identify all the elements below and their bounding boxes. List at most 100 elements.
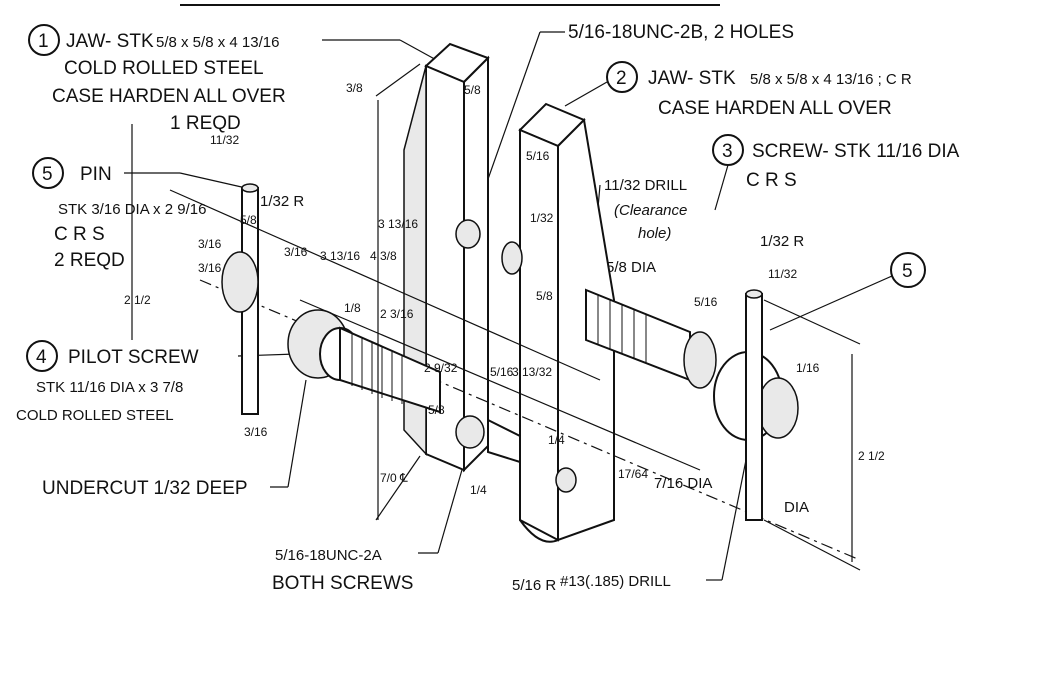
dim-line-right-ext [763, 299, 861, 345]
jaw-1-side [463, 55, 489, 473]
part-1-size: 5/8 x 5/8 x 4 13/16 [156, 34, 279, 51]
note-holes: 5/16-18UNC-2B, 2 HOLES [568, 22, 794, 43]
note-drill185: #13(.185) DRILL [560, 573, 671, 590]
part-2-size: 5/8 x 5/8 x 4 13/16 ; C R [750, 71, 912, 88]
note-r516: 5/16 R [512, 577, 556, 594]
dim-1-8: 1/8 [344, 301, 361, 315]
dim-line-jaw-ext [375, 63, 421, 97]
pin-right [745, 289, 763, 521]
note-dia: DIA [784, 499, 809, 516]
part-5-line4: 2 REQD [54, 250, 125, 271]
note-cl: 7/0 ℄ [380, 471, 408, 485]
dim-5-16c: 5/16 [694, 295, 718, 309]
jaw-2-hole-a [501, 241, 523, 275]
dim-5-16b: 5/16 [490, 365, 514, 379]
part-5-callout: 5 PIN STK 3/16 DIA x 2 9/16 C R S 2 REQD [32, 157, 247, 271]
jaw-1-hole-bottom [455, 415, 485, 449]
part-5b-leader [769, 275, 893, 331]
main-screw [585, 288, 799, 441]
dim-4-3-8: 4 3/8 [370, 249, 397, 263]
note-r132a: 1/32 R [260, 193, 304, 210]
note-screws-b: BOTH SCREWS [272, 573, 413, 594]
dim-3-16-c: 3/16 [244, 425, 268, 439]
jaw-2-hole-b [555, 467, 577, 493]
dim-2-9-32: 2 9/32 [424, 361, 458, 375]
dim-3-16-a: 3/16 [198, 237, 222, 251]
dim-2-1-2: 2 1/2 [124, 293, 151, 307]
part-5-line3: C R S [54, 224, 105, 245]
dim-1-32: 1/32 [530, 211, 554, 225]
dim-5-8-c: 5/8 [428, 403, 445, 417]
part-2-callout: 2 JAW- STK 5/8 x 5/8 x 4 13/16 ; C R CAS… [564, 61, 912, 119]
jaw-2-face [519, 128, 559, 542]
dim-11-32b: 11/32 [768, 267, 797, 281]
main-screw-collar [683, 331, 717, 389]
note-undercut-leader-b [287, 379, 307, 488]
dim-3-16-b: 3/16 [198, 261, 222, 275]
part-1-line1: JAW- STK [66, 31, 154, 52]
dim-line-right-ext-b [763, 519, 861, 571]
pilot-screw-threads [351, 334, 403, 404]
part-2-line1: JAW- STK [648, 68, 736, 89]
part-2-number: 2 [616, 68, 627, 89]
dimension-lines [131, 63, 861, 571]
part-2-bubble [606, 61, 638, 93]
part-5-line1: PIN [80, 164, 112, 185]
dim-17-64: 17/64 [618, 467, 648, 481]
dim-5-8-d: 5/8 [536, 289, 553, 303]
dim-5-8-b: 5/8 [464, 83, 481, 97]
part-1-bubble [28, 24, 60, 56]
pin-left [221, 183, 259, 415]
part-5b-callout: 5 [769, 252, 926, 331]
part-1-callout: 1 JAW- STK 5/8 x 5/8 x 4 13/16 COLD ROLL… [28, 24, 441, 134]
part-5-bubble [32, 157, 64, 189]
part-3-leader [714, 164, 729, 211]
dim-3-13-16b: 3 13/16 [378, 217, 418, 231]
part-1-line2: COLD ROLLED STEEL [64, 58, 264, 79]
part-4-bubble [26, 340, 58, 372]
note-dia716: 7/16 DIA [654, 475, 712, 492]
part-5b-number: 5 [902, 261, 913, 282]
dim-3-13-32: 3 13/32 [512, 365, 552, 379]
dim-3-8: 3/8 [346, 81, 363, 95]
part-2-leader [564, 81, 608, 107]
part-1-line4: 1 REQD [170, 113, 241, 134]
note-drill: 11/32 DRILL [604, 177, 687, 194]
note-screws-a: 5/16-18UNC-2A [275, 547, 382, 564]
dim-3-13-16: 3 13/16 [320, 249, 360, 263]
note-undercut: UNDERCUT 1/32 DEEP [42, 478, 248, 499]
part-3-line1: SCREW- STK 11/16 DIA [752, 141, 960, 162]
dim-line-diag-a [169, 189, 601, 381]
jaw-1-taper [403, 65, 427, 456]
dim-1-4b: 1/4 [548, 433, 565, 447]
dim-11-32: 11/32 [210, 133, 239, 147]
note-r132b: 1/32 R [760, 233, 804, 250]
main-screw-head-face [757, 377, 799, 439]
dim-2-1-2b: 2 1/2 [858, 449, 885, 463]
jaw-1 [403, 42, 490, 473]
dim-5-16: 5/16 [526, 149, 550, 163]
jaw-1-hole-top [455, 219, 481, 249]
part-4-line1: PILOT SCREW [68, 347, 199, 368]
note-clearance: (Clearance [614, 202, 687, 219]
pilot-screw-body [339, 326, 441, 414]
pin-left-boss [221, 251, 259, 313]
part-1-number: 1 [38, 31, 49, 52]
part-4-line2: STK 11/16 DIA x 3 7/8 [36, 379, 183, 396]
dim-1-16: 1/16 [796, 361, 820, 375]
dim-2-3-16: 2 3/16 [380, 307, 414, 321]
note-dia58: 5/8 DIA [606, 259, 656, 276]
dim-line-diag-b [299, 299, 701, 471]
note-hole: hole) [638, 225, 671, 242]
jaw-2-end-arc [519, 519, 559, 543]
pin-right-rod [745, 293, 763, 521]
part-3-number: 3 [722, 141, 733, 162]
part-4-callout: 4 PILOT SCREW STK 11/16 DIA x 3 7/8 COLD… [16, 340, 297, 424]
dim-5-8-a: 5/8 [240, 213, 257, 227]
pin-left-end [241, 183, 259, 193]
part-4-number: 4 [36, 347, 47, 368]
part-4-line3: COLD ROLLED STEEL [16, 407, 174, 424]
dimension-values: 11/32 5/8 3/16 3/16 3/16 1/8 3/16 3 13/1… [124, 81, 885, 497]
pilot-screw [199, 279, 861, 561]
part-2-line2: CASE HARDEN ALL OVER [658, 98, 892, 119]
